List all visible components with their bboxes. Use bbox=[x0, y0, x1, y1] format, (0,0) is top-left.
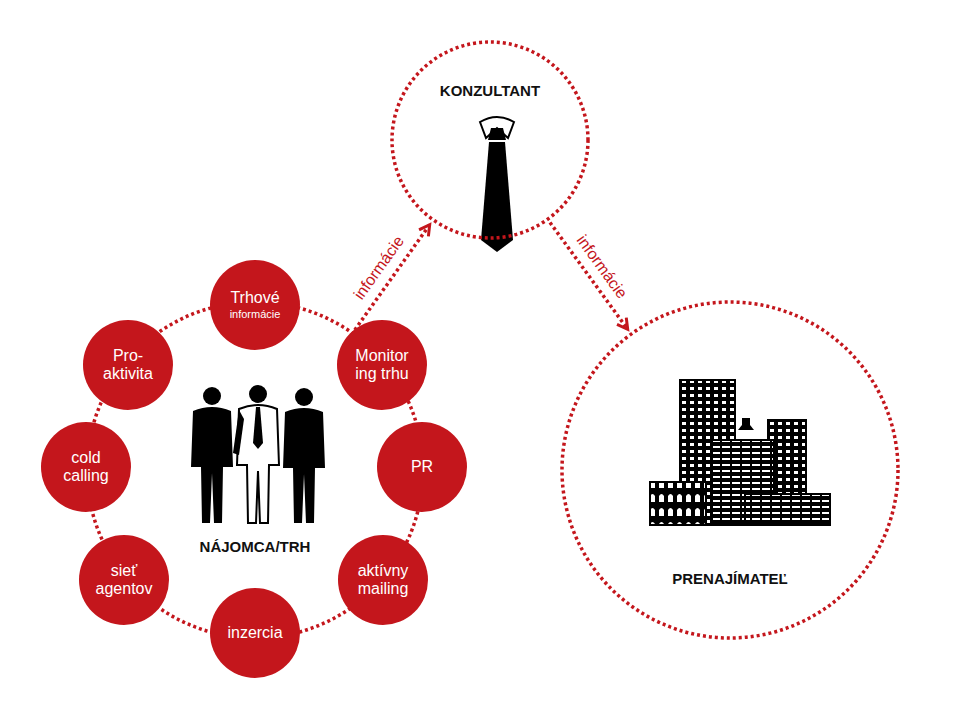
people-silhouettes bbox=[191, 385, 325, 523]
red-circle-shape bbox=[210, 588, 300, 678]
red-circle-shape bbox=[338, 535, 428, 625]
node-text: informácie bbox=[230, 308, 281, 321]
dotted-circle-outline bbox=[562, 302, 898, 638]
node-text: aktívny mailing bbox=[346, 562, 420, 599]
node-text: sieť agentov bbox=[87, 562, 161, 599]
dotted-circle-outline bbox=[390, 40, 590, 240]
red-circle-node: cold calling bbox=[41, 422, 131, 512]
red-circle-shape bbox=[337, 320, 427, 410]
tie-icon bbox=[480, 117, 514, 252]
red-circle-shape bbox=[79, 535, 169, 625]
edge-label: informácie bbox=[349, 230, 410, 305]
edge-label: informácie bbox=[571, 229, 632, 304]
node-text: PR bbox=[411, 458, 433, 476]
red-circle-shape bbox=[41, 422, 131, 512]
dotted-circle-node: PRENAJÍMATEĽ bbox=[560, 300, 900, 640]
red-circle-shape bbox=[377, 422, 467, 512]
red-circle-node: Monitor ing trhu bbox=[337, 320, 427, 410]
node-text: cold calling bbox=[49, 449, 123, 486]
node-text: Trhové bbox=[230, 289, 279, 307]
dotted-circle-node: NÁJOMCA/TRHTrhovéinformácieMonitor ing t… bbox=[85, 300, 425, 640]
red-circle-node: PR bbox=[377, 422, 467, 512]
red-circle-node: Trhovéinformácie bbox=[210, 260, 300, 350]
node-text: Monitor ing trhu bbox=[345, 347, 419, 384]
node-heading: KONZULTANT bbox=[437, 82, 543, 99]
dotted-circle-node: KONZULTANT bbox=[390, 40, 590, 240]
node-heading: PRENAJÍMATEĽ bbox=[669, 570, 791, 587]
node-heading: NÁJOMCA/TRH bbox=[197, 538, 314, 555]
dotted-circle-outline bbox=[560, 300, 900, 640]
node-text: Pro- aktivita bbox=[91, 347, 165, 384]
dotted-circle-outline bbox=[87, 302, 423, 638]
red-circle-shape bbox=[83, 320, 173, 410]
red-circle-node: aktívny mailing bbox=[338, 535, 428, 625]
dotted-circle-outline bbox=[392, 42, 588, 238]
buildings-icon bbox=[650, 380, 830, 525]
node-text: inzercia bbox=[227, 624, 282, 642]
red-circle-shape bbox=[210, 260, 300, 350]
red-circle-node: Pro- aktivita bbox=[83, 320, 173, 410]
red-circle-node: inzercia bbox=[210, 588, 300, 678]
red-circle-node: sieť agentov bbox=[79, 535, 169, 625]
